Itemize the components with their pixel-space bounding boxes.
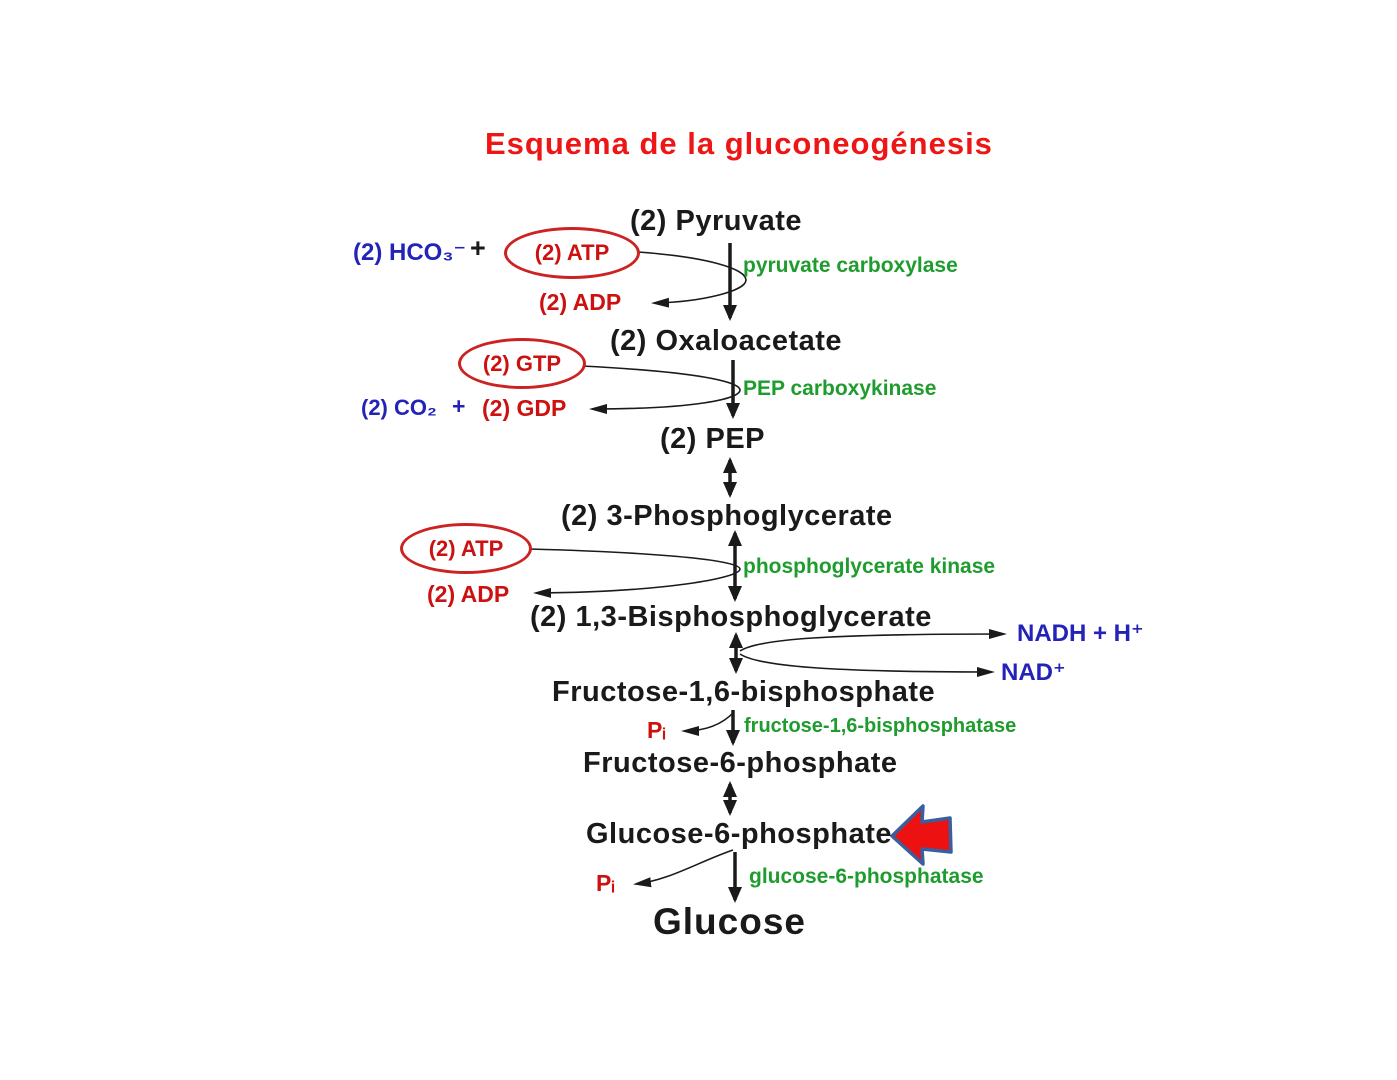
curve-atp-to-adp-reaction3 (529, 548, 741, 598)
enzyme-fructose-16-bisphosphatase: fructose-1,6-bisphosphatase (744, 715, 1017, 737)
metabolite-glucose-6-phosphate: Glucose-6-phosphate (586, 818, 892, 850)
curve-atp-to-adp-reaction1 (637, 251, 747, 308)
atp-oval-1: (2) ATP (504, 227, 640, 279)
enzyme-phosphoglycerate-kinase: phosphoglycerate kinase (743, 555, 996, 578)
cofactor-nad: NAD⁺ (1001, 659, 1066, 686)
metabolite-3-phosphoglycerate: (2) 3-Phosphoglycerate (561, 500, 893, 532)
cofactor-pi-2: Pᵢ (596, 870, 615, 896)
plus-sign-1: + (470, 233, 486, 263)
curve-to-pi-fructose (681, 711, 735, 736)
highlight-arrow-icon (890, 804, 953, 866)
cofactor-atp-1: (2) ATP (534, 240, 610, 265)
enzyme-pep-carboxykinase: PEP carboxykinase (743, 377, 937, 400)
cofactor-gdp: (2) GDP (482, 395, 567, 421)
metabolite-13-bisphosphoglycerate: (2) 1,3-Bisphosphoglycerate (530, 601, 932, 633)
cofactor-adp-1: (2) ADP (539, 289, 622, 315)
cofactor-adp-2: (2) ADP (427, 581, 510, 607)
enzyme-glucose-6-phosphatase: glucose-6-phosphatase (749, 865, 984, 888)
cofactor-pi-1: Pᵢ (647, 717, 666, 743)
metabolite-pyruvate: (2) Pyruvate (630, 205, 803, 237)
atp-oval-2: (2) ATP (400, 523, 532, 574)
cofactor-hco3: (2) HCO₃⁻ (353, 239, 467, 266)
curve-to-nadh (739, 629, 1007, 652)
curve-gtp-to-gdp-reaction2 (581, 365, 741, 414)
cofactor-nadh: NADH + H⁺ (1017, 620, 1144, 647)
metabolite-fructose-16-bisphosphate: Fructose-1,6-bisphosphate (552, 676, 936, 708)
cofactor-gtp: (2) GTP (482, 350, 562, 376)
gtp-oval: (2) GTP (458, 338, 586, 389)
enzyme-pyruvate-carboxylase: pyruvate carboxylase (743, 254, 958, 277)
plus-sign-2: + (452, 393, 466, 419)
diagram-title: Esquema de la gluconeogénesis (485, 126, 993, 161)
metabolite-oxaloacetate: (2) Oxaloacetate (610, 325, 843, 357)
metabolite-pep: (2) PEP (660, 423, 766, 455)
curve-to-pi-glucose (633, 849, 734, 888)
metabolite-glucose: Glucose (653, 901, 806, 942)
cofactor-atp-2: (2) ATP (428, 535, 504, 561)
metabolite-fructose-6-phosphate: Fructose-6-phosphate (583, 747, 898, 779)
curve-to-nad (739, 653, 995, 677)
cofactor-co2: (2) CO₂ (361, 395, 437, 420)
